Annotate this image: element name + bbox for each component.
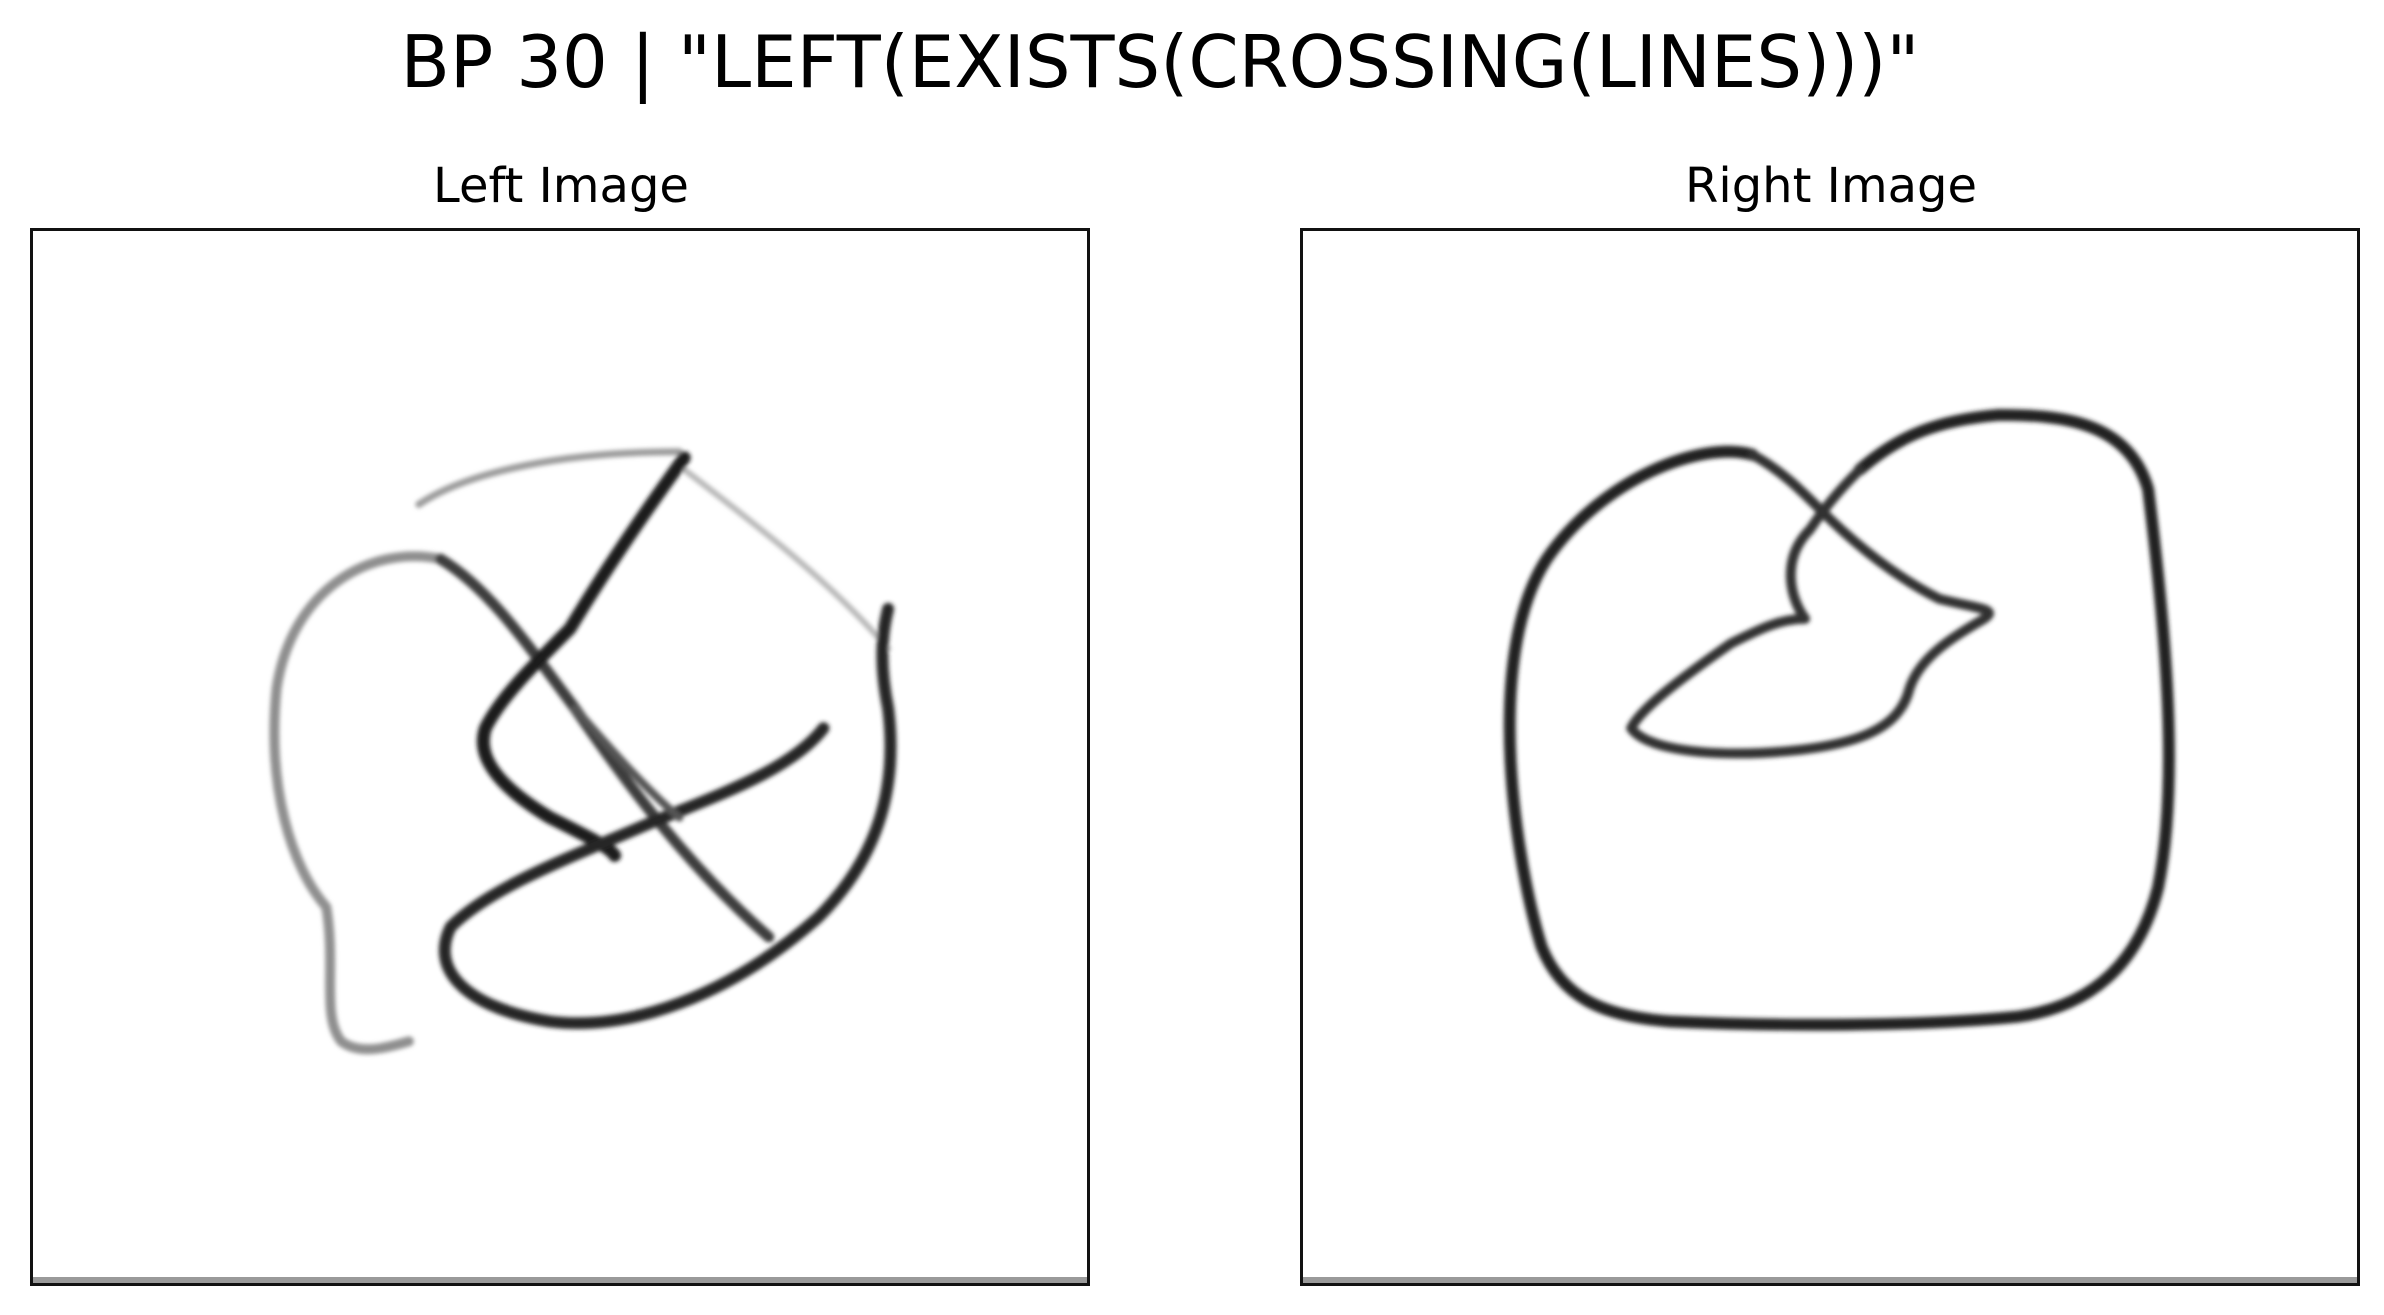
left-image-panel — [30, 228, 1090, 1286]
right-outer-loop-stroke — [1503, 408, 2175, 1031]
right-panel-title: Right Image — [1685, 158, 1977, 214]
figure-title: BP 30 | "LEFT(EXISTS(CROSSING(LINES)))" — [400, 20, 1920, 104]
left-mid-diagonal-stroke — [570, 704, 684, 822]
left-drawing — [269, 448, 897, 1055]
left-panel-title: Left Image — [433, 158, 689, 214]
right-drawing — [1503, 408, 2175, 1031]
left-faint-top-stroke — [415, 448, 683, 508]
left-faint-diagonal-stroke — [681, 466, 892, 652]
right-image-panel — [1300, 228, 2360, 1286]
left-crossing-line-b — [476, 451, 691, 862]
left-outer-loop-stroke — [269, 551, 446, 1055]
right-inner-shape-stroke — [1626, 449, 1995, 759]
left-bowl-stroke — [438, 602, 897, 1030]
